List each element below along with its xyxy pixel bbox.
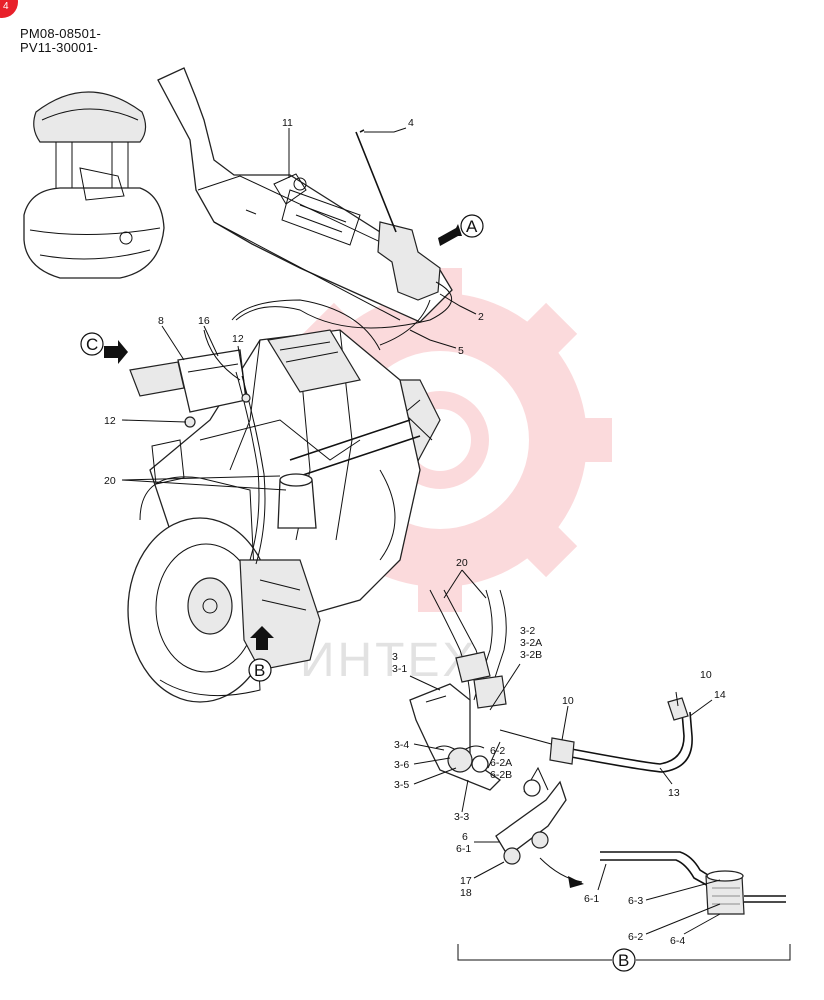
watermark-text: ИНТЕХ [300, 634, 478, 687]
label-4: 4 [408, 117, 414, 129]
label-5: 5 [458, 345, 464, 357]
label-2: 2 [478, 311, 484, 323]
control-console [157, 67, 453, 346]
label-10-arm: 10 [562, 695, 574, 707]
label-10-end: 10 [700, 669, 712, 681]
label-6-2-detail: 6-2 [628, 931, 643, 943]
leader-lines [121, 127, 721, 935]
machine-thumbnail [23, 91, 165, 279]
label-8: 8 [158, 315, 164, 327]
label-6-2: 6-2 [490, 745, 505, 757]
corner-badge-text: 4 [3, 1, 9, 12]
part-labels: 4 11 2 5 8 16 12 12 20 20 3 3-1 3-2 3-2A… [104, 117, 726, 947]
label-3-5: 3-5 [394, 779, 409, 791]
label-6-2b: 6-2B [490, 769, 512, 781]
label-17: 17 [460, 875, 472, 887]
label-3: 3 [392, 651, 398, 663]
label-12-upper: 12 [232, 333, 244, 345]
label-6: 6 [462, 831, 468, 843]
label-13: 13 [668, 787, 680, 799]
label-6-2a: 6-2A [490, 757, 512, 769]
label-14: 14 [714, 689, 726, 701]
label-3-2b: 3-2B [520, 649, 542, 661]
view-a-letter: A [466, 217, 478, 236]
view-b-detail-callout: B [612, 948, 636, 972]
label-6-1-detail: 6-1 [584, 893, 599, 905]
label-3-2: 3-2 [520, 625, 535, 637]
label-11: 11 [282, 117, 293, 129]
label-3-1: 3-1 [392, 663, 407, 675]
corner-badge: 4 [0, 0, 18, 18]
serial-range-line-1: PM08-08501- [20, 26, 101, 41]
label-12-lower: 12 [104, 415, 116, 427]
detail-view-b [457, 851, 791, 961]
view-b-callout: B [248, 626, 274, 682]
label-6-4-detail: 6-4 [670, 935, 685, 947]
view-b-letter: B [254, 661, 265, 680]
label-3-4: 3-4 [394, 739, 409, 751]
label-16: 16 [198, 315, 210, 327]
label-3-3: 3-3 [454, 811, 469, 823]
view-a-callout: A [438, 214, 484, 246]
label-6-1: 6-1 [456, 843, 471, 855]
label-6-3-detail: 6-3 [628, 895, 643, 907]
view-c-letter: C [86, 335, 98, 354]
throttle-linkage-assembly [409, 589, 693, 865]
serial-range-line-2: PV11-30001- [20, 40, 98, 55]
label-3-6: 3-6 [394, 759, 409, 771]
view-c-callout: C [80, 332, 128, 364]
label-18: 18 [460, 887, 472, 899]
label-20-linkage: 20 [456, 557, 468, 569]
view-b-detail-letter: B [618, 951, 629, 970]
label-3-2a: 3-2A [520, 637, 542, 649]
label-20-engine: 20 [104, 475, 116, 487]
